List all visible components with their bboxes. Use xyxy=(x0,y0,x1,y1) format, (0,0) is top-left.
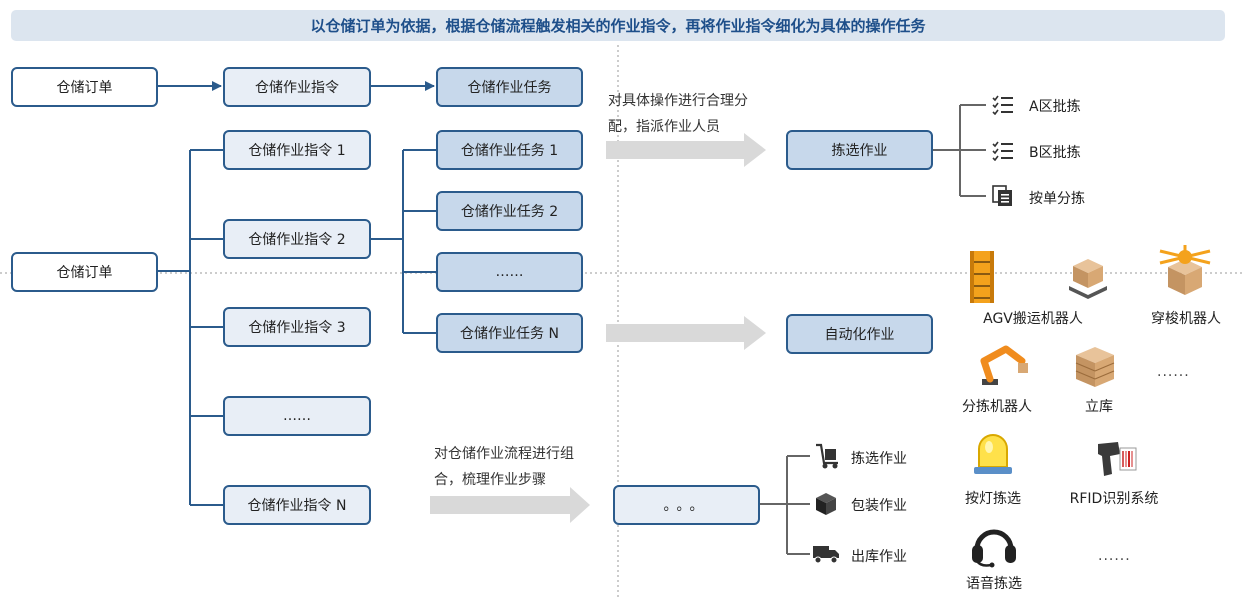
note-assign-line-2: 配，指派作业人员 xyxy=(608,119,720,135)
warehouse-stack-icon xyxy=(1072,343,1118,393)
automation-operation-box[interactable]: 自动化作业 xyxy=(786,314,933,354)
tech-label-voice: 语音拣选 xyxy=(966,576,1022,592)
task-box-more[interactable]: …… xyxy=(436,252,583,292)
delivery-truck-icon xyxy=(812,543,840,569)
process-step-picking: 拣选作业 xyxy=(851,451,907,467)
package-icon xyxy=(814,492,838,520)
picking-operation-box[interactable]: 拣选作业 xyxy=(786,130,933,170)
note-combine: 对仓储作业流程进行组 合，梳理作业步骤 xyxy=(434,441,574,493)
shuttle-robot-icon xyxy=(1154,243,1216,305)
process-bracket xyxy=(760,455,810,555)
headset-icon xyxy=(967,519,1021,573)
task-box-1[interactable]: 仓储作业任务 1 xyxy=(436,130,583,170)
task-box-n[interactable]: 仓储作业任务 N xyxy=(436,313,583,353)
top-task-box[interactable]: 仓储作业任务 xyxy=(436,67,583,107)
note-assign: 对具体操作进行合理分 配，指派作业人员 xyxy=(608,88,748,140)
instruction-box-1[interactable]: 仓储作业指令 1 xyxy=(223,130,371,170)
picking-bracket xyxy=(933,104,986,197)
note-combine-line-2: 合，梳理作业步骤 xyxy=(434,472,546,488)
instruction-tree-connector xyxy=(370,149,437,334)
top-order-box[interactable]: 仓储订单 xyxy=(11,67,158,107)
note-combine-line-1: 对仓储作业流程进行组 xyxy=(434,446,574,462)
instruction-box-n[interactable]: 仓储作业指令 N xyxy=(223,485,371,525)
rfid-scanner-icon xyxy=(1094,436,1138,482)
order-tree-connector xyxy=(157,149,224,506)
instruction-box-more[interactable]: …… xyxy=(223,396,371,436)
process-step-outbound: 出库作业 xyxy=(851,549,907,565)
checklist-icon xyxy=(992,95,1014,119)
note-assign-line-1: 对具体操作进行合理分 xyxy=(608,93,748,109)
picking-method-b: B区批拣 xyxy=(1029,145,1081,161)
picking-method-order: 按单分拣 xyxy=(1029,191,1085,207)
top-instruction-box[interactable]: 仓储作业指令 xyxy=(223,67,371,107)
tech-more: ...... xyxy=(1098,548,1131,564)
tech-label-rfid: RFID识别系统 xyxy=(1069,491,1159,507)
document-stack-icon xyxy=(992,185,1014,211)
gray-arrow-assign xyxy=(606,133,766,167)
robot-label-sorting-arm: 分拣机器人 xyxy=(962,399,1032,415)
checklist-icon xyxy=(992,141,1014,165)
robots-more: ...... xyxy=(1157,364,1190,380)
gray-arrow-automation xyxy=(606,316,766,350)
process-step-packing: 包装作业 xyxy=(851,498,907,514)
order-box[interactable]: 仓储订单 xyxy=(11,252,158,292)
instruction-box-3[interactable]: 仓储作业指令 3 xyxy=(223,307,371,347)
robot-label-shuttle: 穿梭机器人 xyxy=(1151,311,1221,327)
tech-label-light: 按灯拣选 xyxy=(965,491,1021,507)
task-box-2[interactable]: 仓储作业任务 2 xyxy=(436,191,583,231)
hand-truck-icon xyxy=(814,443,840,473)
robot-arm-icon xyxy=(972,345,1030,391)
indicator-light-icon xyxy=(969,431,1017,483)
picking-method-a: A区批拣 xyxy=(1029,99,1081,115)
header-banner: 以仓储订单为依据，根据仓储流程触发相关的作业指令，再将作业指令细化为具体的操作任… xyxy=(11,10,1225,41)
agv-robot-icon xyxy=(1067,256,1109,304)
robot-label-warehouse: 立库 xyxy=(1085,399,1113,415)
storage-rack-icon xyxy=(967,251,997,307)
gray-arrow-combine xyxy=(430,487,590,523)
robot-label-agv: AGV搬运机器人 xyxy=(983,311,1083,327)
combined-operation-box[interactable]: 。。。 xyxy=(613,485,760,525)
instruction-box-2[interactable]: 仓储作业指令 2 xyxy=(223,219,371,259)
